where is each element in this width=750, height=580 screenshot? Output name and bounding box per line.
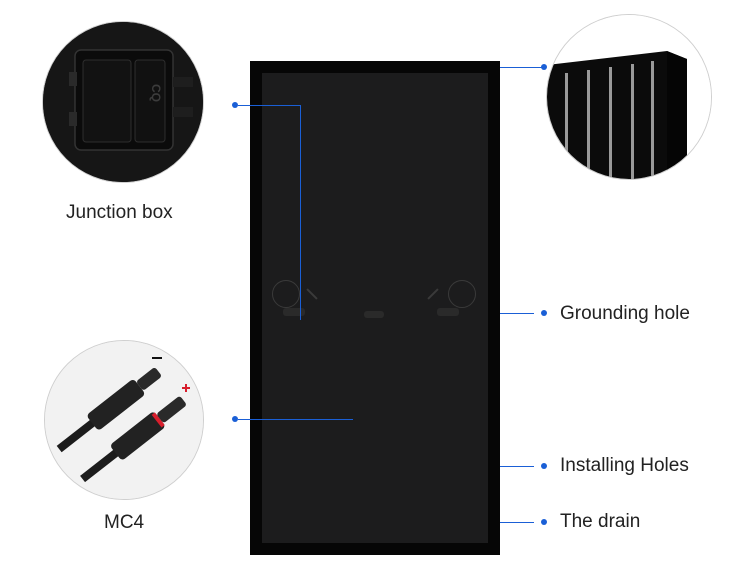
central-junction-box [364, 311, 384, 318]
drain-label: The drain [560, 511, 641, 532]
frame-corner-photo [546, 14, 712, 180]
installing-holes-leader [500, 466, 534, 467]
cable-coil-right [448, 280, 476, 308]
grounding-hole-label: Grounding hole [560, 303, 690, 324]
installing-holes-dot [541, 463, 547, 469]
mc4-connector-photo [44, 340, 204, 500]
cable-connector-right [437, 308, 459, 316]
mc4-dot [232, 416, 238, 422]
mc4-leader [238, 419, 353, 420]
drain-dot [541, 519, 547, 525]
installing-holes-label: Installing Holes [560, 455, 689, 476]
mc4-label: MC4 [104, 512, 145, 533]
cable-connector-left [283, 308, 305, 316]
frame-leader [500, 67, 542, 68]
grounding-hole-dot [541, 310, 547, 316]
frame-dot [541, 64, 547, 70]
grounding-hole-leader [500, 313, 534, 314]
junction-box-photo: CQ [42, 21, 204, 183]
drain-leader [500, 522, 534, 523]
cable-coil-left [272, 280, 300, 308]
junction-box-label: Junction box [66, 202, 173, 223]
junction-box-leader-v [300, 105, 301, 320]
junction-box-dot [232, 102, 238, 108]
junction-box-leader-h [238, 105, 300, 106]
junction-box-marking: CQ [149, 84, 163, 102]
